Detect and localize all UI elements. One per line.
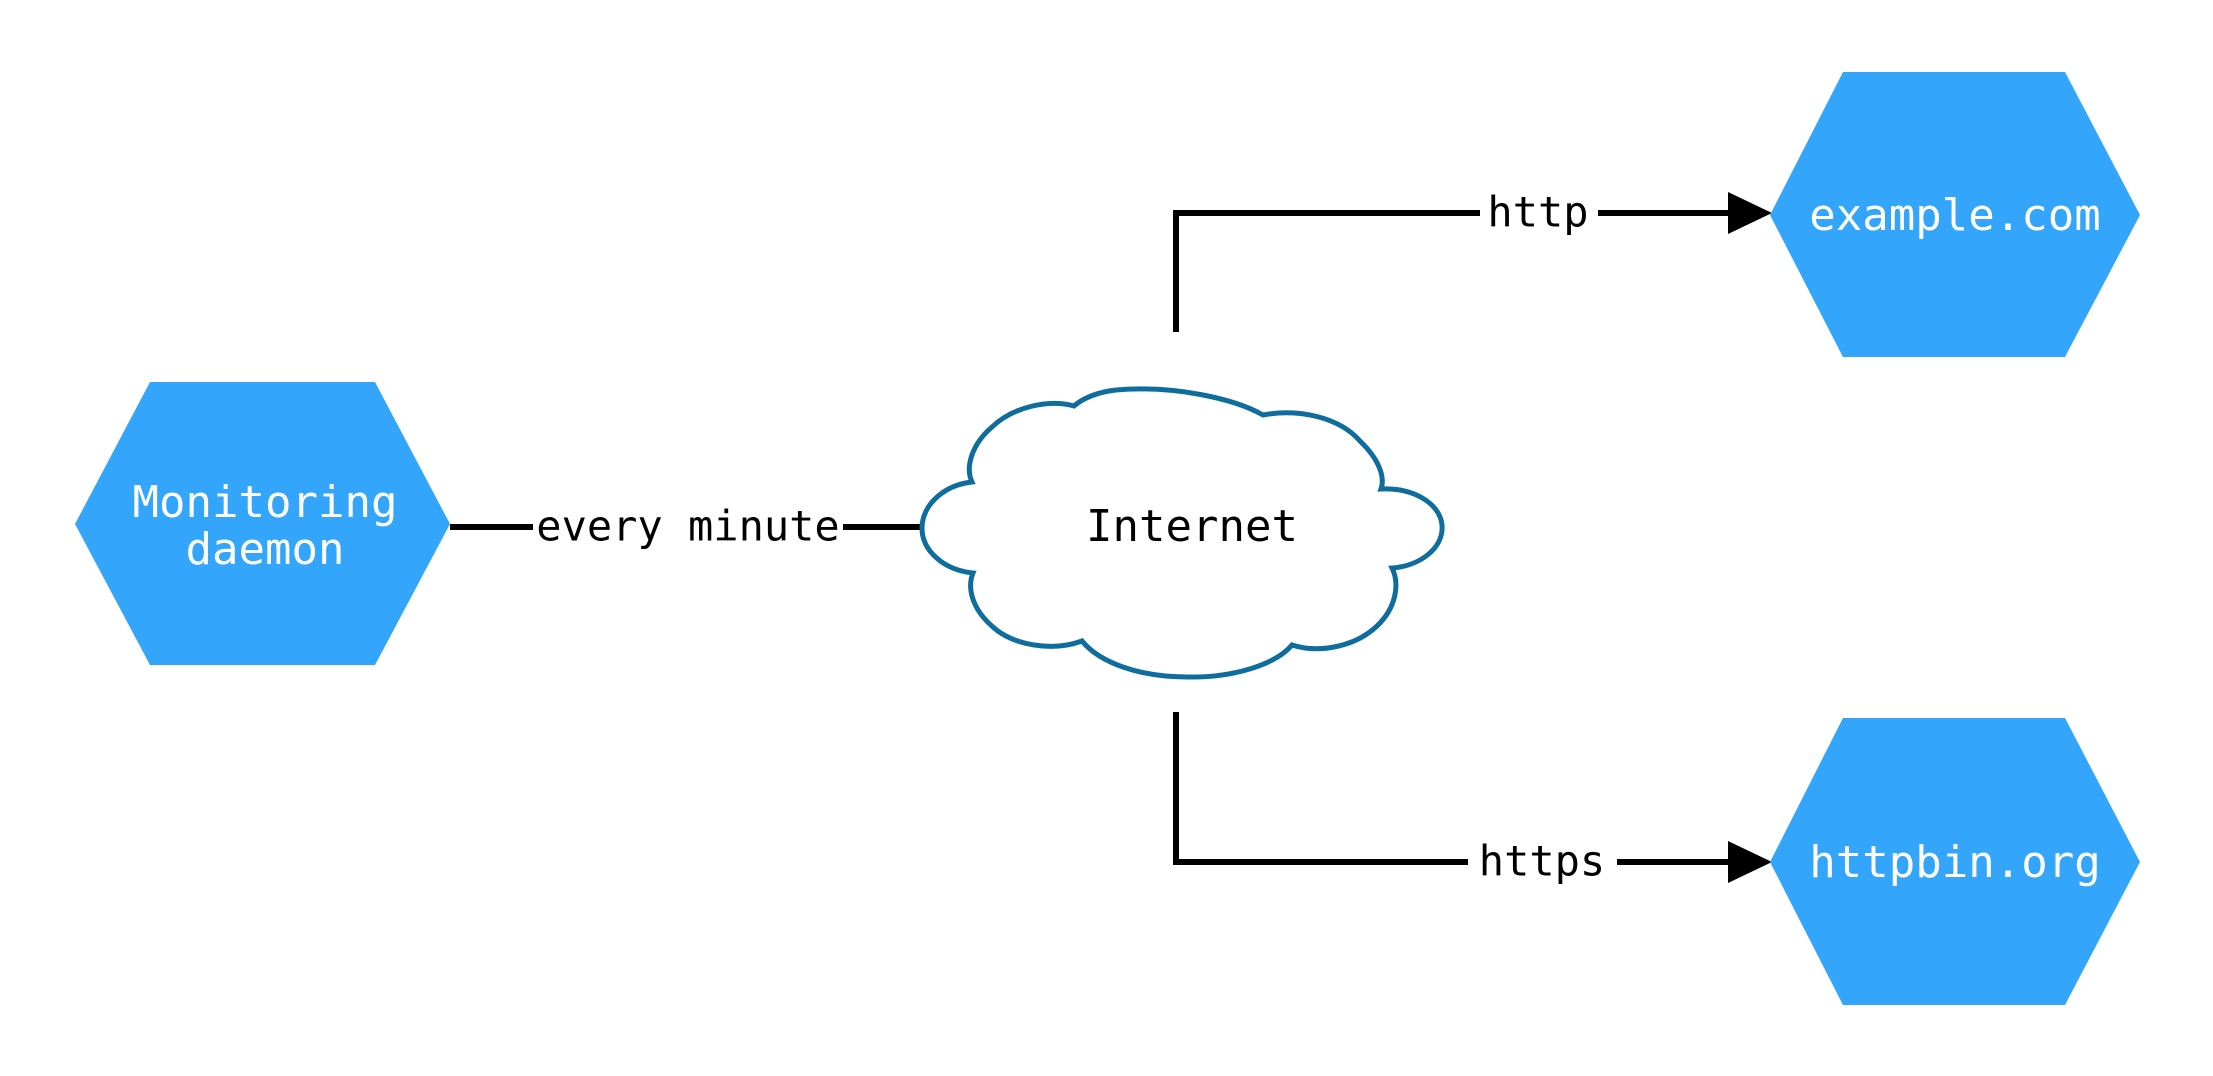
edge-internet-to-example: http xyxy=(1173,188,1772,332)
cloud-shape[interactable] xyxy=(919,386,1445,680)
arrowhead-icon xyxy=(1728,841,1772,883)
edge-label-http: http xyxy=(1487,188,1588,237)
node-label-httpbin-org: httpbin.org xyxy=(1809,837,2100,888)
node-internet[interactable]: Internet xyxy=(919,386,1445,680)
hexagon-shape[interactable] xyxy=(75,382,450,665)
node-httpbin-org[interactable]: httpbin.org xyxy=(1770,718,2140,1005)
node-label-example-com: example.com xyxy=(1809,190,2100,241)
edge-daemon-to-internet: every minute xyxy=(450,502,975,551)
node-example-com[interactable]: example.com xyxy=(1770,72,2140,357)
hexagon-shape[interactable] xyxy=(1770,72,2140,357)
edge-label-https: https xyxy=(1479,837,1605,886)
node-label-monitoring-daemon-line2: daemon xyxy=(186,524,345,575)
hexagon-shape[interactable] xyxy=(1770,718,2140,1005)
edge-path-https-left xyxy=(1173,712,1468,865)
node-label-monitoring-daemon-line1: Monitoring xyxy=(133,477,398,528)
edge-internet-to-httpbin: https xyxy=(1173,712,1772,886)
arrowhead-icon xyxy=(1728,192,1772,234)
edge-label-every-minute: every minute xyxy=(536,502,839,551)
node-monitoring-daemon[interactable]: Monitoring daemon xyxy=(75,382,450,665)
edge-path-http-left xyxy=(1173,210,1480,332)
node-label-internet: Internet xyxy=(1086,501,1298,552)
